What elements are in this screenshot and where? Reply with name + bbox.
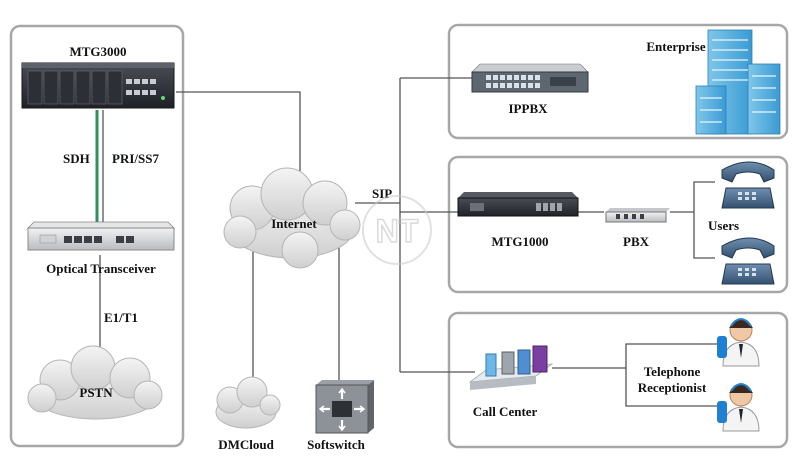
mtg1000-label: MTG1000 [491, 234, 548, 249]
panel-users [447, 155, 789, 294]
left-panel [9, 24, 185, 448]
pbx-label: PBX [623, 234, 650, 249]
fiber-link [95, 110, 104, 226]
dmcloud-label: DMCloud [218, 437, 274, 452]
sdh-label: SDH [63, 151, 90, 166]
internet-cloud [223, 167, 361, 269]
panel-enterprise [447, 23, 789, 140]
users-label: Users [708, 218, 739, 233]
watermark-text: NT [376, 213, 419, 249]
ippbx-device [471, 63, 589, 93]
call-center-icon [468, 345, 554, 390]
telephone-receptionist-label-line2: Receptionist [638, 380, 707, 395]
enterprise-buildings-icon [695, 29, 781, 135]
call-center-label: Call Center [473, 404, 538, 419]
receptionist-icon-top [717, 318, 760, 367]
pstn-label: PSTN [79, 385, 113, 400]
optical-transceiver-device [27, 221, 175, 251]
enterprise-label: Enterprise [646, 39, 705, 54]
e1-t1-label: E1/T1 [104, 310, 138, 325]
ippbx-label: IPPBX [509, 101, 549, 116]
pri-ss7-label: PRI/SS7 [112, 151, 159, 166]
optical-transceiver-label: Optical Transceiver [46, 261, 156, 276]
phone-icon-top [721, 161, 775, 209]
mtg3000-label: MTG3000 [69, 44, 126, 59]
pbx-device [605, 208, 670, 223]
dmcloud-icon [215, 376, 281, 429]
phone-icon-bottom [721, 237, 775, 285]
nt-watermark: NT [362, 195, 432, 265]
telephone-receptionist-label-line1: Telephone [644, 364, 701, 379]
softswitch-icon [315, 380, 374, 434]
connection-lines [99, 77, 720, 407]
pstn-cloud [27, 345, 163, 420]
mtg3000-device [21, 62, 175, 109]
softswitch-label: Softswitch [307, 437, 366, 452]
internet-label: Internet [271, 216, 317, 231]
mtg1000-device [457, 192, 579, 217]
panel-call-center [447, 311, 789, 449]
receptionist-icon-bottom [717, 383, 760, 432]
